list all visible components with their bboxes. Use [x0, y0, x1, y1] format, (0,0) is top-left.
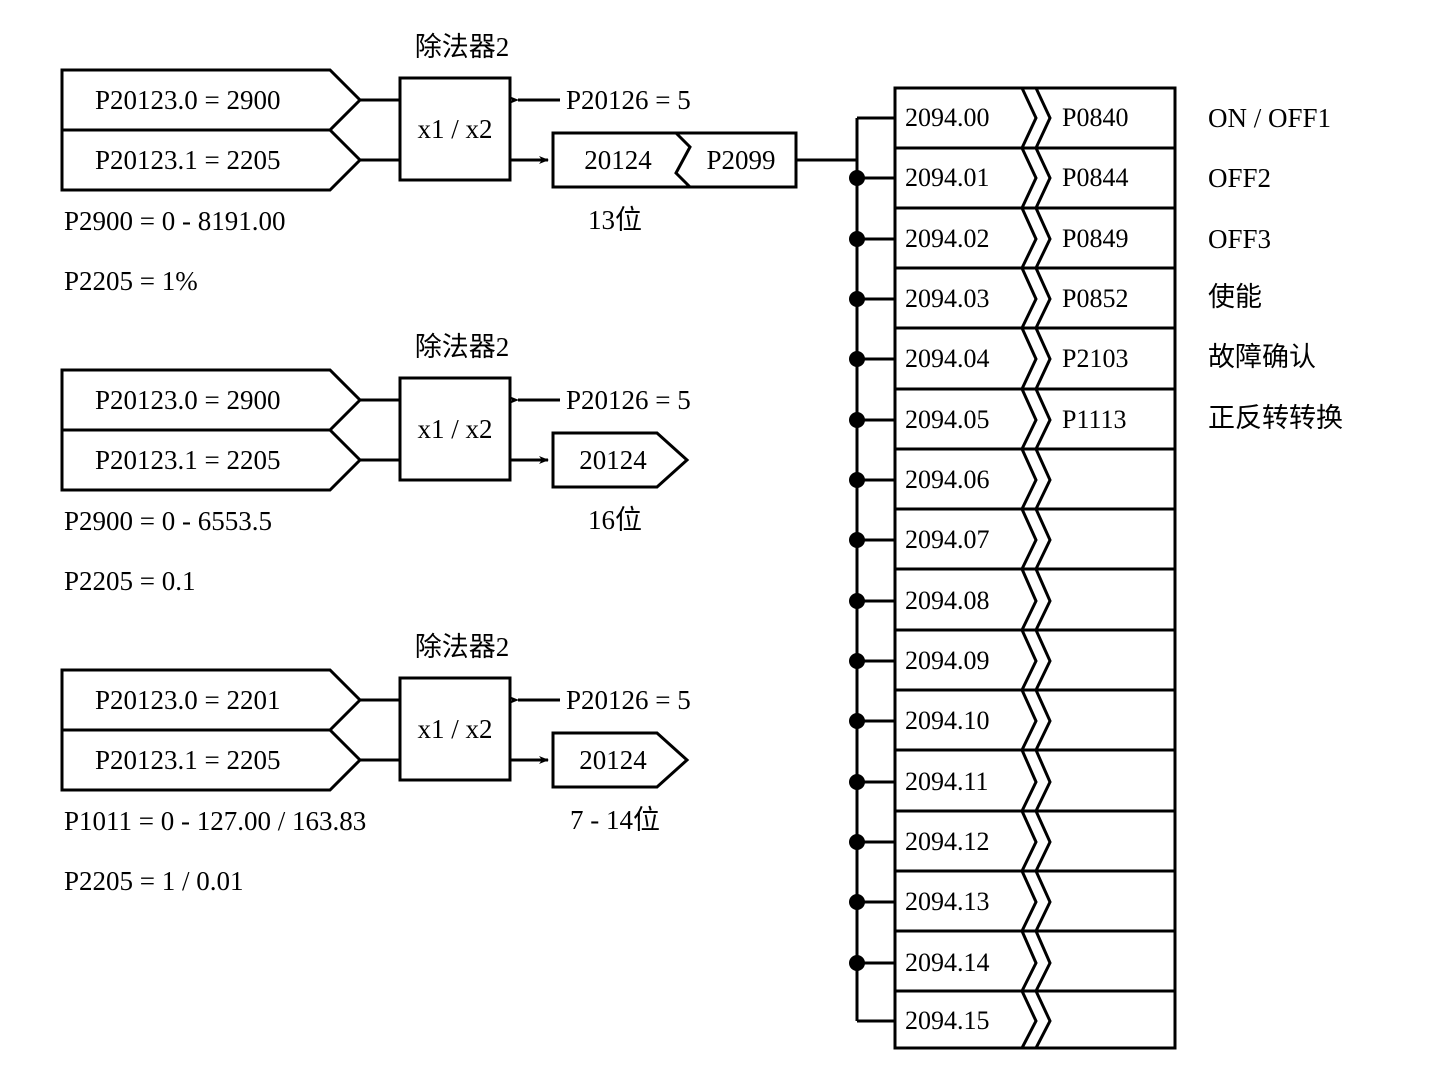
input-chevron-2-0 — [60, 368, 363, 432]
divider-title-3: 除法器2 — [414, 632, 510, 662]
junction-dot-5 — [849, 412, 865, 428]
bus-junction-dots — [849, 170, 865, 971]
input-label-3-0: P20123.0 = 2201 — [95, 685, 281, 715]
output-left-label-1: 20124 — [584, 145, 652, 175]
output-left-label-2: 20124 — [579, 445, 647, 475]
table-row-bit: 2094.01 — [905, 163, 990, 192]
input-chevron-1-1 — [60, 128, 363, 192]
divider-box-3 — [398, 676, 512, 782]
table-row-label: 使能 — [1208, 282, 1262, 312]
junction-dot-10 — [849, 713, 865, 729]
input-label-3-1: P20123.1 = 2205 — [95, 745, 281, 775]
table-row-bit: 2094.09 — [905, 646, 990, 675]
table-row-bit: 2094.13 — [905, 887, 990, 916]
table-row-bit: 2094.04 — [905, 344, 990, 373]
output-bits-label-2: 16位 — [588, 505, 642, 535]
table-row-param: P0849 — [1062, 224, 1129, 253]
output-right-label-1: P2099 — [706, 145, 776, 175]
table-row-param: P1113 — [1062, 405, 1127, 434]
note-1-0: P2900 = 0 - 8191.00 — [64, 206, 286, 236]
junction-dot-6 — [849, 472, 865, 488]
table-row-bit: 2094.08 — [905, 586, 990, 615]
output-left-label-3: 20124 — [579, 745, 647, 775]
table-row-param: P0844 — [1062, 163, 1129, 192]
junction-dot-2 — [849, 231, 865, 247]
table-row-label: 正反转转换 — [1208, 403, 1343, 433]
junction-dot-1 — [849, 170, 865, 186]
input-chevron-3-0 — [60, 668, 363, 732]
divider-title-1: 除法器2 — [414, 32, 510, 62]
output-bits-label-3: 7 - 14位 — [570, 805, 660, 835]
table-row-bit: 2094.07 — [905, 525, 990, 554]
column-zigzag-left — [1020, 87, 1038, 1049]
table-row-bit: 2094.15 — [905, 1006, 990, 1035]
table-row-label: OFF2 — [1208, 163, 1272, 193]
input-chevron-3-1 — [60, 728, 363, 792]
note-2-0: P2900 = 0 - 6553.5 — [64, 506, 272, 536]
input-chevron-1-0 — [60, 68, 363, 132]
output-chevron-3 — [551, 731, 690, 789]
input-label-2-1: P20123.1 = 2205 — [95, 445, 281, 475]
note-3-0: P1011 = 0 - 127.00 / 163.83 — [64, 806, 367, 836]
param-input-label-1: P20126 = 5 — [566, 85, 691, 115]
junction-dot-12 — [849, 834, 865, 850]
column-zigzag-right — [1034, 87, 1052, 1049]
table-row-bit: 2094.05 — [905, 405, 990, 434]
operator-label-3: x1 / x2 — [417, 714, 493, 744]
junction-dot-14 — [849, 955, 865, 971]
output-chevron-2 — [551, 431, 690, 489]
output-bits-label-1: 13位 — [588, 205, 642, 235]
operator-label-2: x1 / x2 — [417, 414, 493, 444]
divider-box-2 — [398, 376, 512, 482]
table-row-bit: 2094.00 — [905, 103, 990, 132]
junction-dot-13 — [849, 894, 865, 910]
table-row-param: P2103 — [1062, 344, 1129, 373]
table-row-bit: 2094.02 — [905, 224, 990, 253]
table-row-bit: 2094.06 — [905, 465, 990, 494]
input-label-1-0: P20123.0 = 2900 — [95, 85, 281, 115]
input-label-2-0: P20123.0 = 2900 — [95, 385, 281, 415]
junction-dot-3 — [849, 291, 865, 307]
table-row-bit: 2094.03 — [905, 284, 990, 313]
junction-dot-4 — [849, 351, 865, 367]
table-row-param: P0852 — [1062, 284, 1129, 313]
note-1-1: P2205 = 1% — [64, 266, 198, 296]
input-label-1-1: P20123.1 = 2205 — [95, 145, 281, 175]
table-row-bit: 2094.14 — [905, 948, 990, 977]
table-row-bit: 2094.10 — [905, 706, 990, 735]
junction-dot-7 — [849, 532, 865, 548]
table-row-label: ON / OFF1 — [1208, 103, 1332, 133]
table-row-label: 故障确认 — [1208, 342, 1316, 372]
input-chevron-2-1 — [60, 428, 363, 492]
operator-label-1: x1 / x2 — [417, 114, 493, 144]
param-input-label-3: P20126 = 5 — [566, 685, 691, 715]
output-divider-zigzag-1 — [674, 131, 692, 189]
junction-dot-8 — [849, 593, 865, 609]
param-input-label-2: P20126 = 5 — [566, 385, 691, 415]
note-2-1: P2205 = 0.1 — [64, 566, 196, 596]
note-3-1: P2205 = 1 / 0.01 — [64, 866, 244, 896]
table-row-param: P0840 — [1062, 103, 1129, 132]
table-row-bit: 2094.11 — [905, 767, 989, 796]
divider-box-1 — [398, 76, 512, 182]
junction-dot-9 — [849, 653, 865, 669]
table-row-label: OFF3 — [1208, 224, 1272, 254]
divider-title-2: 除法器2 — [414, 332, 510, 362]
table-row-bit: 2094.12 — [905, 827, 990, 856]
junction-dot-11 — [849, 774, 865, 790]
